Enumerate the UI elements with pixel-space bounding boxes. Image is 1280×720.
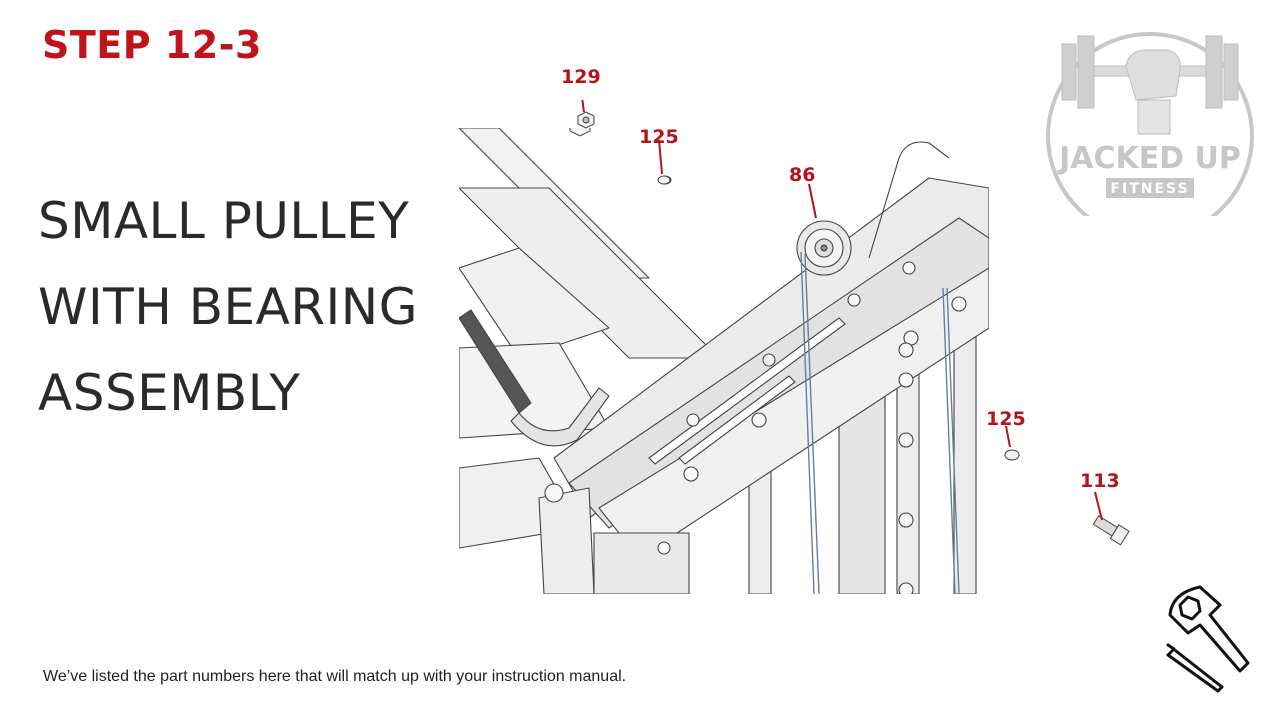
callout-part-125-top: 125 (639, 126, 679, 148)
callout-part-86: 86 (789, 164, 816, 186)
heading-line-1: SMALL PULLEY (38, 192, 410, 250)
callout-part-113: 113 (1080, 470, 1120, 492)
callout-part-129: 129 (561, 66, 601, 88)
heading-line-2: WITH BEARING (38, 278, 418, 336)
jacked-up-fitness-logo: JACKED UP FITNESS (1046, 32, 1254, 216)
wrench-and-hex-key-icon (1166, 585, 1250, 693)
heading-line-3: ASSEMBLY (38, 364, 301, 422)
callout-part-125-right: 125 (986, 408, 1026, 430)
logo-text: JACKED UP (1057, 141, 1241, 176)
section-heading: SMALL PULLEY WITH BEARING ASSEMBLY (38, 178, 458, 436)
assembly-diagram (459, 128, 989, 594)
step-title: STEP 12-3 (42, 23, 262, 67)
logo-subtext: FITNESS (1110, 181, 1189, 197)
loose-parts (577, 100, 1130, 546)
footer-note: We’ve listed the part numbers here that … (43, 668, 627, 685)
